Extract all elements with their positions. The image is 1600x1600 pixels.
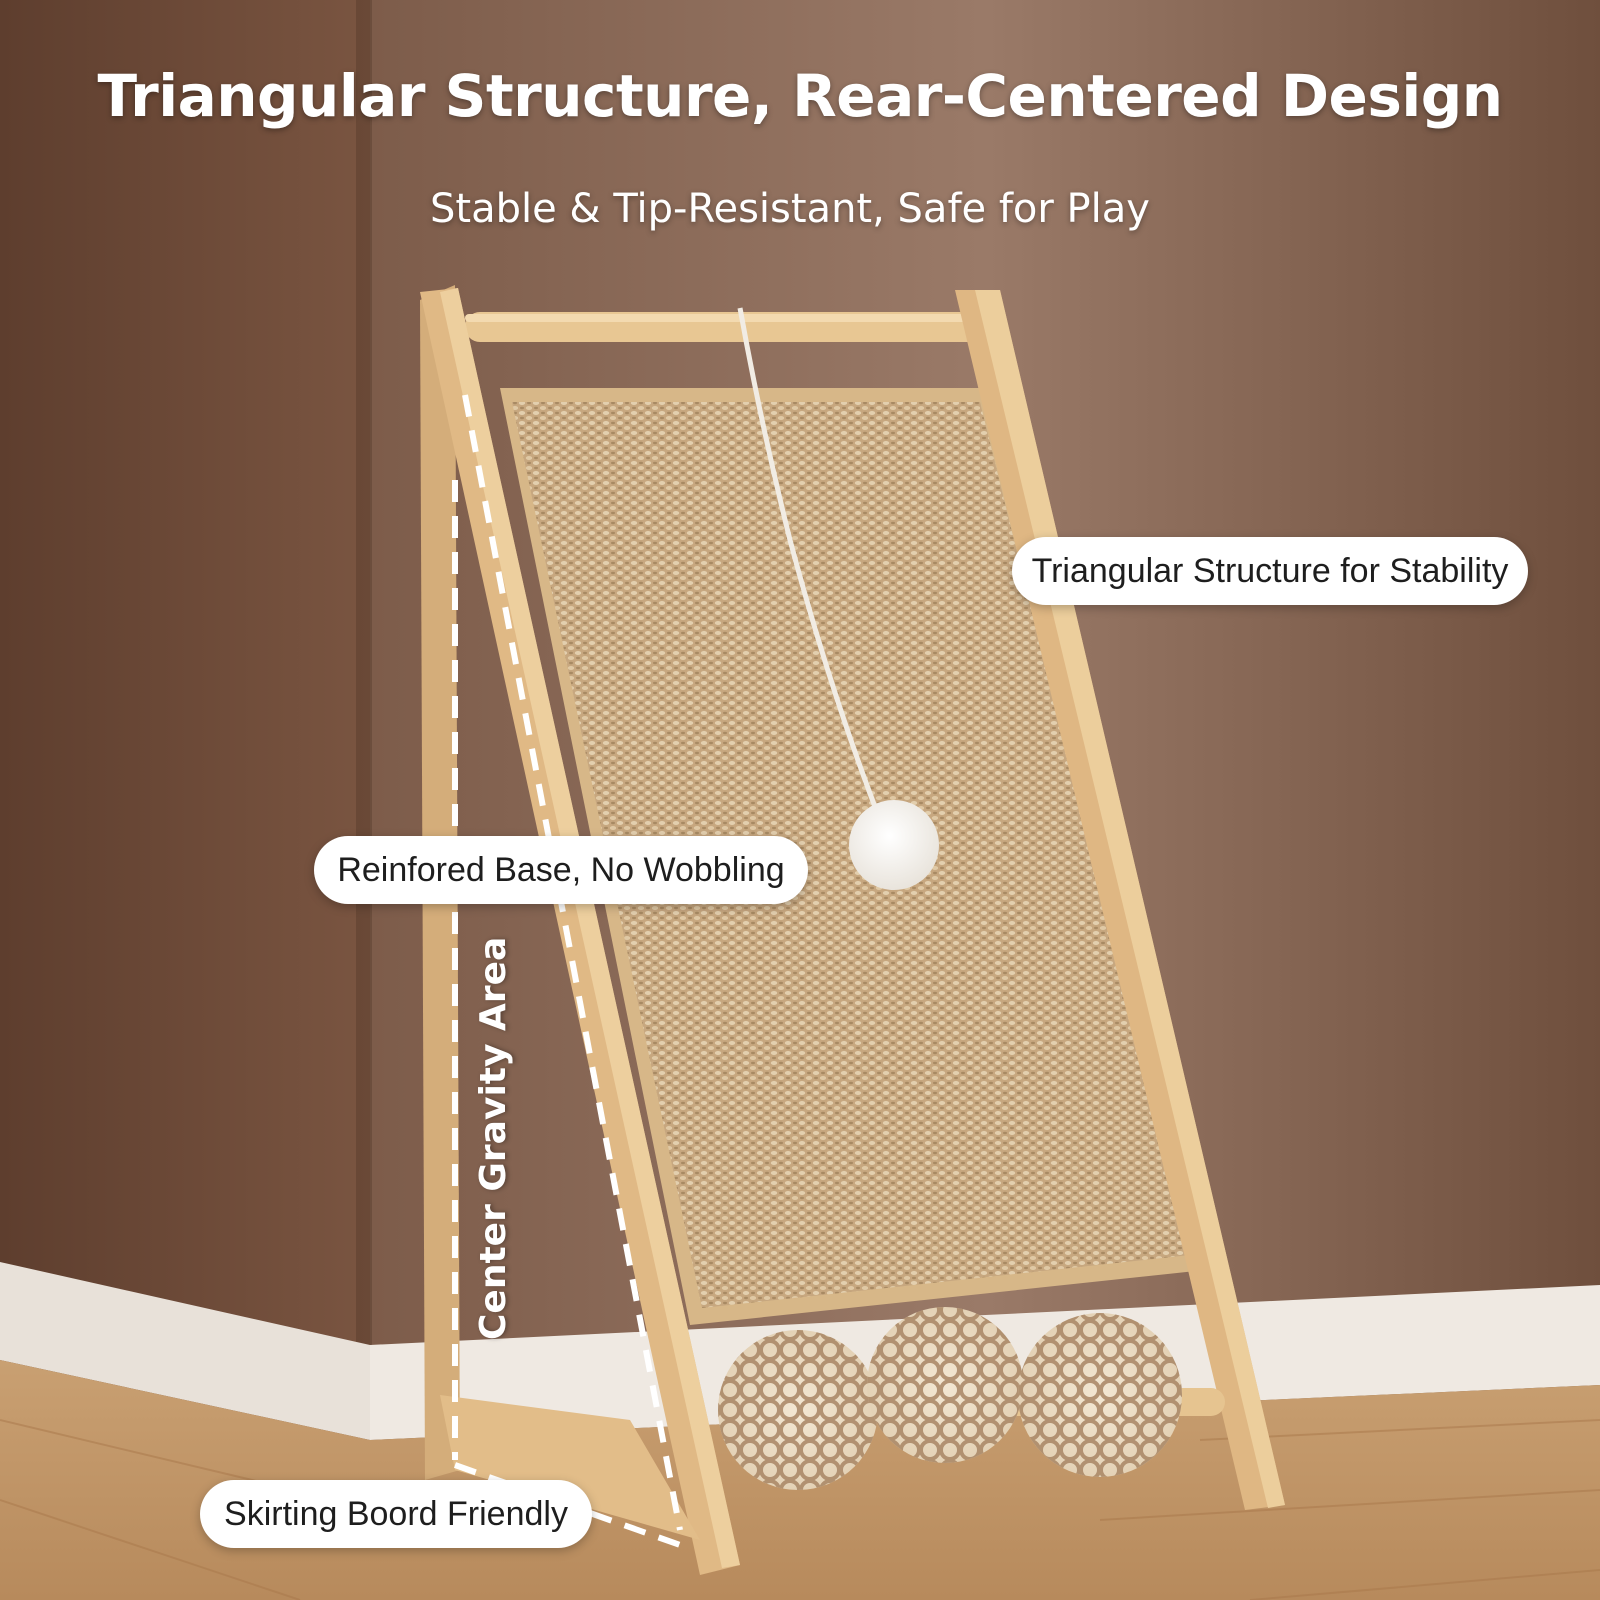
toy-string [737, 307, 883, 821]
center-gravity-label: Center Gravity Area [473, 936, 514, 1340]
stability-callout: Triangular Structure for Stability [1012, 537, 1528, 605]
headline-title: Triangular Structure, Rear-Centered Desi… [97, 62, 1503, 130]
base-callout: Reinfored Base, No Wobbling [314, 836, 808, 904]
left-base-foot [440, 1395, 700, 1540]
toy-balls [718, 1307, 1182, 1490]
headline-subtitle: Stable & Tip-Resistant, Safe for Play [430, 186, 1150, 232]
left-baseboard [0, 1262, 370, 1440]
pom-pom-ball [849, 800, 939, 890]
skirting-callout: Skirting Boord Friendly [200, 1480, 592, 1548]
